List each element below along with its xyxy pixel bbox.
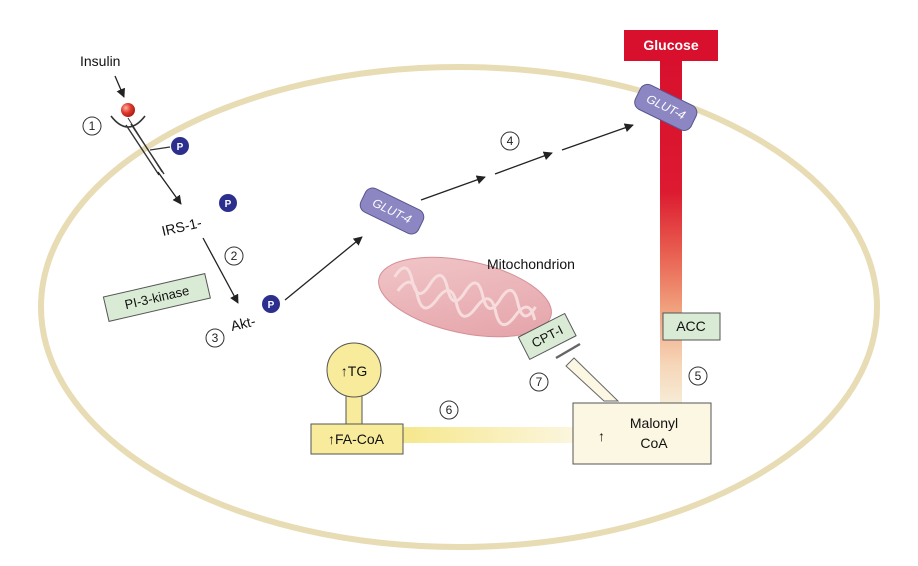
tg-node: ↑TG (326, 342, 382, 428)
svg-text:CoA: CoA (640, 435, 668, 451)
svg-text:1: 1 (89, 119, 96, 133)
acc-box: ACC (662, 312, 721, 341)
svg-text:7: 7 (536, 375, 543, 389)
phospho-akt-badge: P (262, 295, 280, 313)
phospho-irs1-badge: P (219, 194, 237, 212)
step-7-marker: 7 (529, 372, 549, 392)
phospho-receptor-badge: P (149, 137, 189, 155)
irs1-label: IRS-1- (160, 214, 203, 239)
cell-membrane (38, 64, 880, 550)
svg-text:ACC: ACC (676, 318, 706, 334)
fa-coa-to-malonyl-bar (398, 427, 576, 443)
cpt1-inhibition (555, 342, 620, 402)
step-2-marker: 2 (224, 246, 244, 266)
svg-text:P: P (225, 199, 232, 210)
insulin-receptor-cup (110, 115, 146, 128)
step-3-marker: 3 (205, 328, 225, 348)
receptor-stem-center (127, 117, 163, 173)
svg-text:3: 3 (212, 331, 219, 345)
mitochondrion (378, 256, 552, 338)
fa-coa-box: ↑FA-CoA (310, 423, 404, 455)
receptor-to-irs-arrow (157, 171, 182, 205)
pi3-kinase-box: PI-3-kinase (102, 273, 211, 322)
insulin-arrow (114, 75, 125, 98)
svg-text:5: 5 (695, 369, 702, 383)
translocation-arrow (420, 123, 634, 201)
akt-label: Akt- (229, 313, 257, 334)
step-5-marker: 5 (688, 366, 708, 386)
mitochondrion-label: Mitochondrion (487, 256, 575, 272)
receptor-stem-left (125, 124, 160, 176)
glucose-box: Glucose (624, 30, 718, 61)
step-1-marker: 1 (82, 116, 102, 136)
svg-text:2: 2 (231, 249, 238, 263)
malonyl-coa-box: ↑ Malonyl CoA (572, 402, 712, 465)
insulin-label: Insulin (80, 53, 120, 69)
svg-text:P: P (268, 300, 275, 311)
glut4-vesicle: GLUT-4 (359, 187, 425, 235)
svg-text:4: 4 (507, 134, 514, 148)
akt-to-glut4-arrow (284, 236, 363, 301)
glucose-label: Glucose (643, 37, 698, 53)
svg-text:↑FA-CoA: ↑FA-CoA (328, 431, 385, 447)
svg-text:Malonyl: Malonyl (630, 415, 678, 431)
step-6-marker: 6 (439, 400, 459, 420)
step-4-marker: 4 (500, 131, 520, 151)
svg-text:↑TG: ↑TG (341, 363, 367, 379)
svg-text:6: 6 (446, 403, 453, 417)
svg-text:↑: ↑ (598, 428, 605, 444)
svg-text:P: P (177, 142, 184, 153)
insulin-molecule (121, 103, 135, 117)
irs-to-akt-arrow (202, 237, 239, 304)
